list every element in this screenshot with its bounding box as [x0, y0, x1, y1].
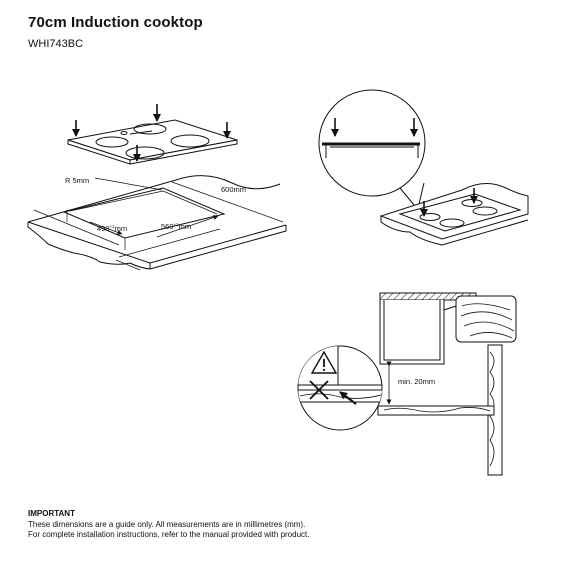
- radius-leader: [94, 177, 163, 191]
- dim-line-600: [171, 181, 284, 223]
- important-notes: IMPORTANT These dimensions are a guide o…: [28, 509, 309, 541]
- cooking-zone-1: [95, 136, 129, 148]
- model-number: WHI743BC: [28, 38, 84, 50]
- seal-detail-view: [318, 89, 426, 206]
- cooking-zone-3: [170, 134, 210, 148]
- dim-line-depth-left: [33, 209, 120, 246]
- min-gap-label: min. 20mm: [398, 377, 435, 386]
- notes-heading: IMPORTANT: [28, 509, 75, 518]
- down-arrows-benchtop: [420, 188, 478, 217]
- shelf-section: [377, 405, 495, 416]
- notes-line-2: For complete installation instructions, …: [28, 530, 310, 539]
- cooktop-top-view: [67, 119, 238, 165]
- airflow-arrow-icon: [339, 391, 357, 405]
- down-arrows-detail: [331, 118, 418, 137]
- cutout-depth-label: 490+1mm: [97, 224, 127, 233]
- cabinet-section: [377, 292, 517, 476]
- benchtop-cutout: [27, 175, 287, 271]
- cooking-zone-2: [125, 146, 165, 160]
- benchtop-section: [455, 295, 517, 343]
- cross-icon: [309, 380, 329, 400]
- control-symbol: [120, 131, 128, 135]
- notes-line-1: These dimensions are a guide only. All m…: [28, 519, 306, 529]
- cutout-width-label: 560+1mm: [161, 222, 191, 231]
- down-arrows-cooktop: [72, 104, 231, 162]
- cooktop-in-benchtop: [379, 183, 529, 246]
- page-title: 70cm Induction cooktop: [28, 14, 203, 31]
- warning-icon: [310, 350, 338, 374]
- warning-detail: [297, 345, 383, 431]
- cooking-zone-4: [133, 123, 167, 135]
- cooktop-body-section: [379, 300, 445, 365]
- radius-label: R 5mm: [65, 176, 89, 185]
- depth-label: 600mm: [221, 185, 246, 194]
